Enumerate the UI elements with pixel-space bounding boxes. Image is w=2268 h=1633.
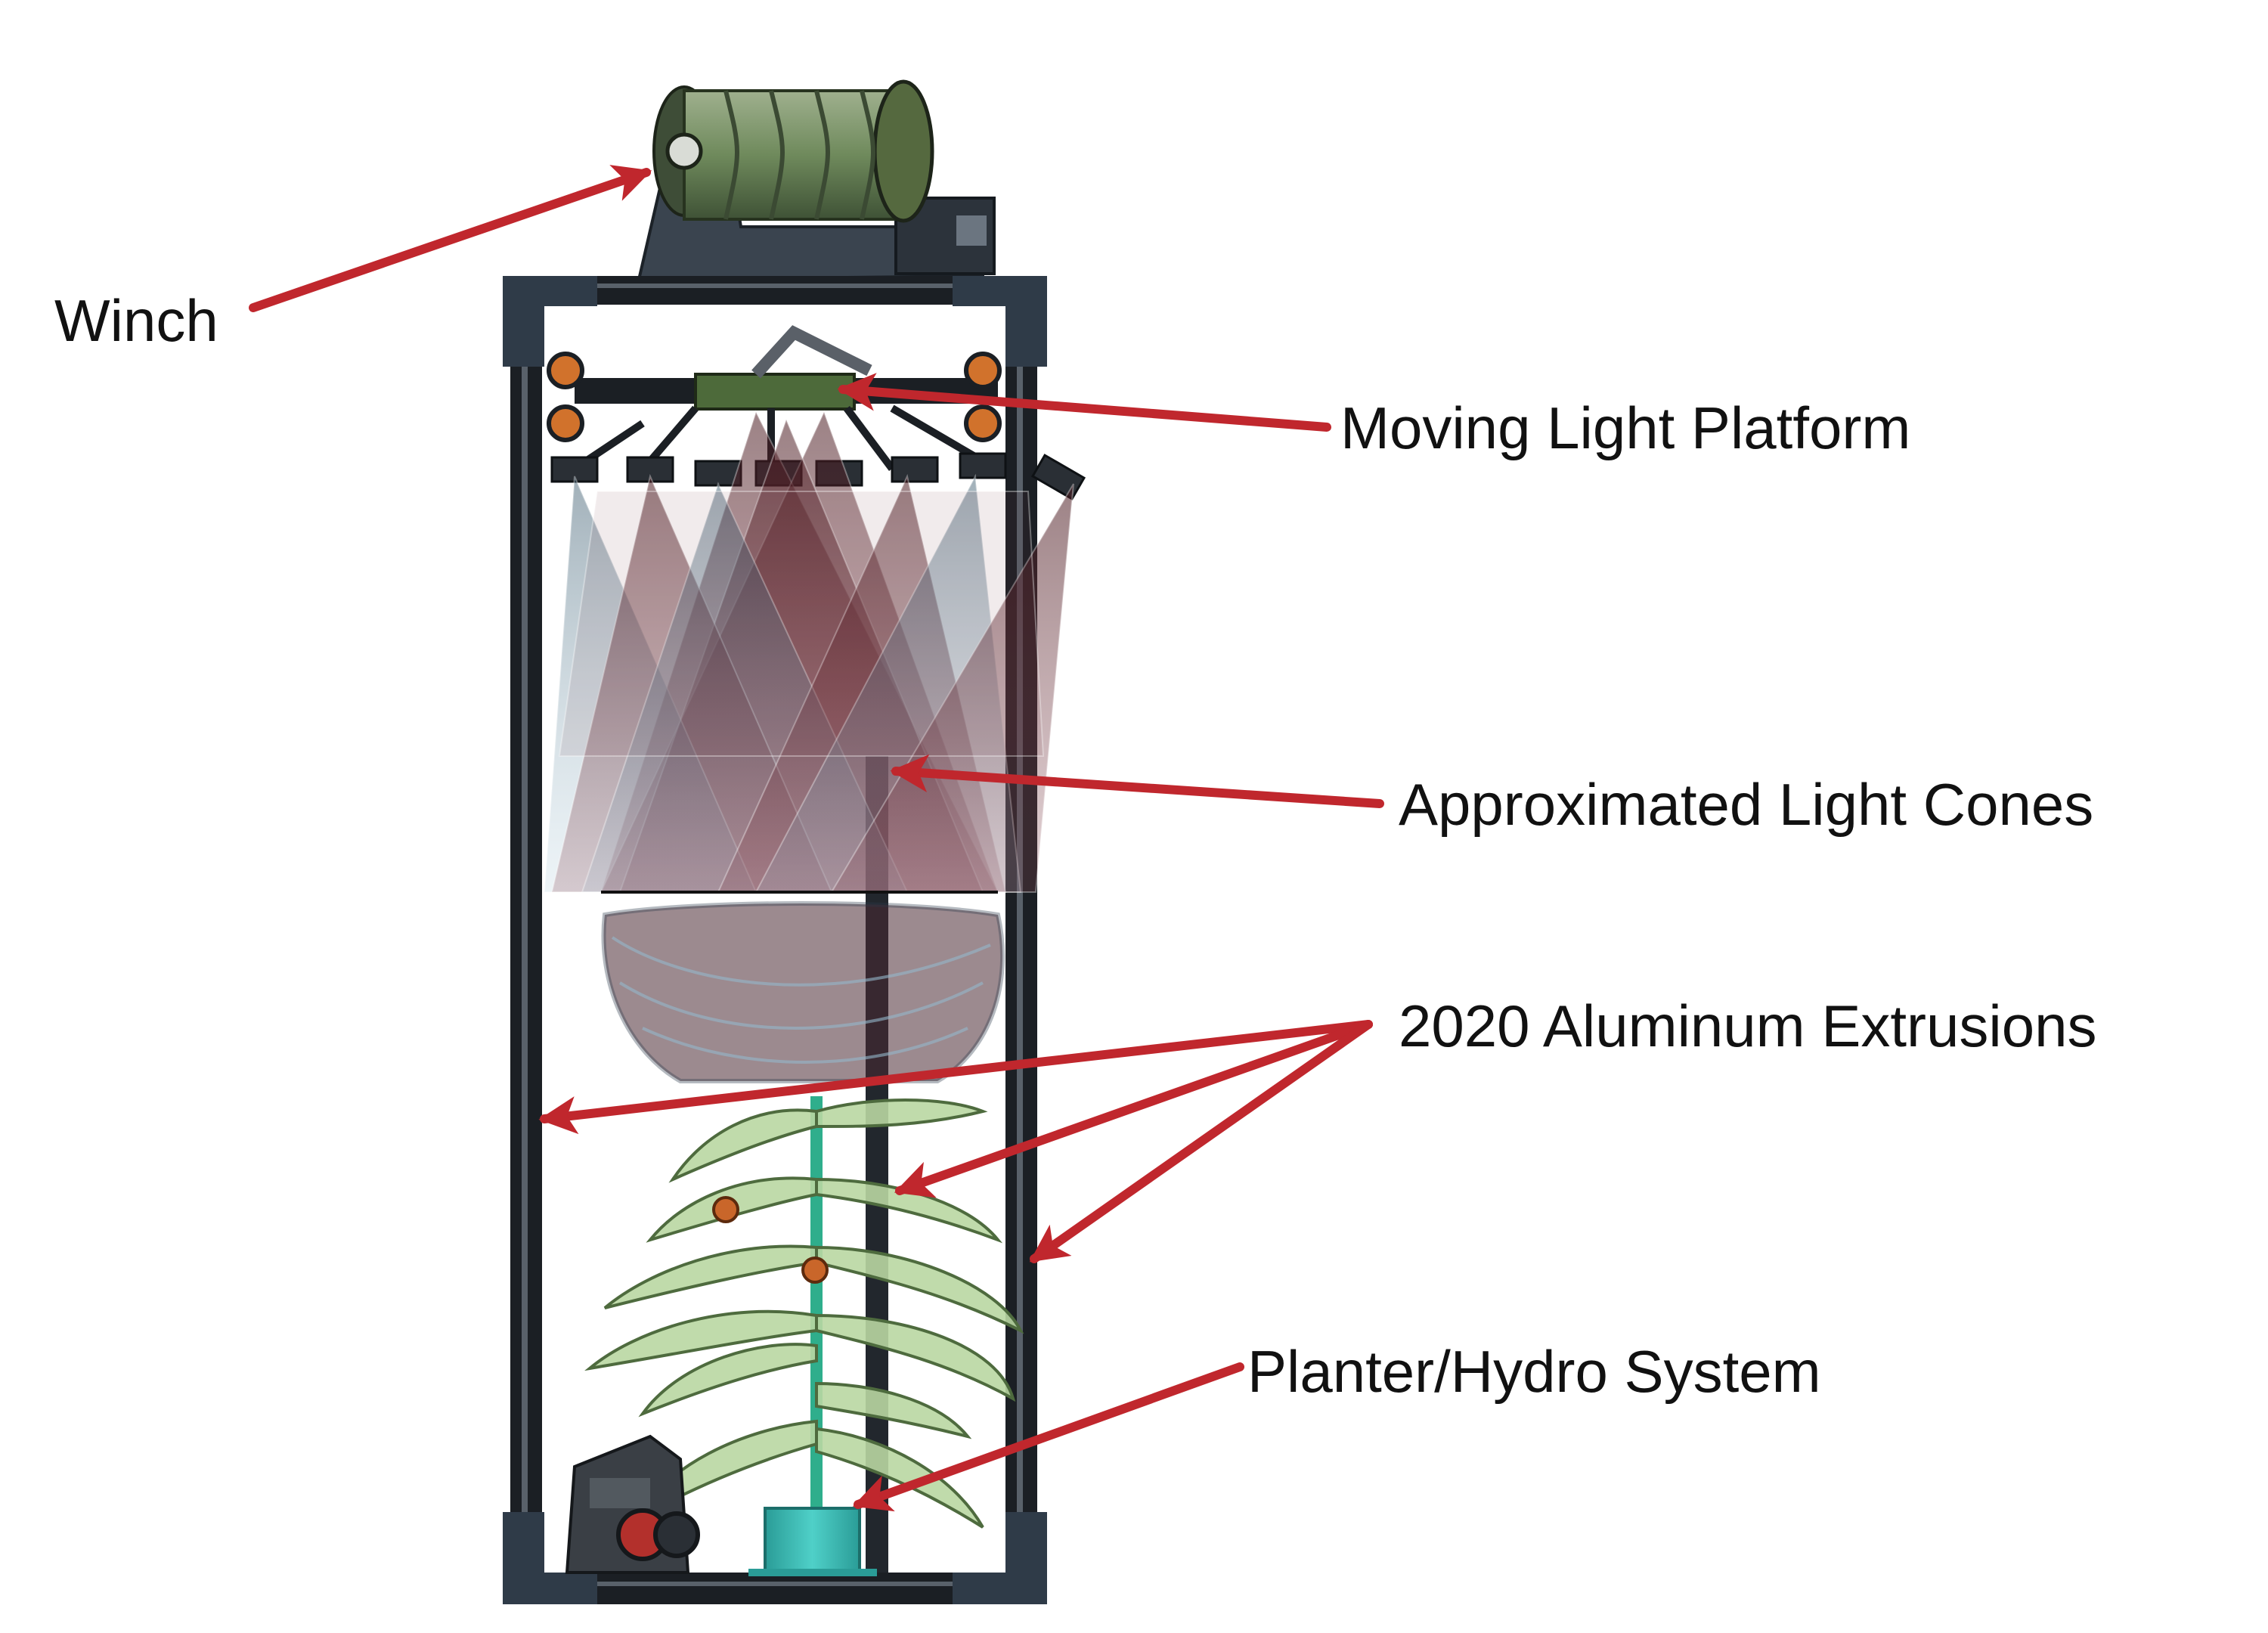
label-approximated-light-cones: Approximated Light Cones: [1399, 771, 2094, 838]
arrow-extrusion-right: [1029, 1020, 1373, 1263]
planter-system: [565, 1434, 877, 1576]
corner-bracket-top-left: [503, 276, 597, 367]
corner-bracket-bottom-left: [503, 1512, 597, 1604]
arrow-light-cones: [890, 754, 1384, 808]
label-planter-hydro-system: Planter/Hydro System: [1247, 1338, 1821, 1405]
label-winch: Winch: [54, 287, 218, 354]
arrow-extrusion-inner: [894, 1020, 1373, 1198]
corner-bracket-top-right: [953, 276, 1047, 367]
plant-icon: [584, 1096, 1024, 1542]
planter-pot-icon: [764, 1507, 861, 1574]
pump-assembly-icon: [565, 1434, 700, 1574]
label-aluminum-extrusions: 2020 Aluminum Extrusions: [1399, 993, 2097, 1059]
winch-assembly: [637, 79, 996, 282]
arrow-winch: [249, 165, 652, 312]
corner-bracket-bottom-right: [953, 1512, 1047, 1604]
label-moving-light-platform: Moving Light Platform: [1340, 395, 1911, 461]
arrow-extrusion-left: [538, 1020, 1373, 1135]
light-cones: [543, 410, 1074, 1083]
callout-arrows: [249, 165, 1384, 1512]
platform-plate: [694, 373, 856, 411]
arrow-moving-light-platform: [837, 373, 1331, 432]
arrow-planter-hydro: [852, 1362, 1244, 1512]
winch-drum-icon: [872, 79, 934, 223]
